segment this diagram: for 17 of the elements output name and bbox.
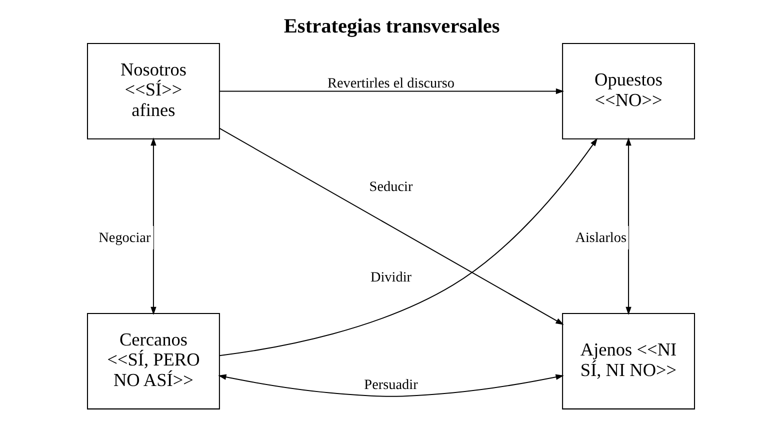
arrow [219,138,598,356]
arrow [626,136,632,315]
edge-label: Seducir [369,178,413,194]
node-box: Nosotros <<SÍ>> afines [86,42,220,139]
edge-label: Negociar [98,229,151,246]
arrow [218,374,564,396]
arrow [150,136,156,315]
edge-label: Revertirles el discurso [327,74,455,91]
diagram-title: Estrategias transversales [284,14,500,37]
node-box: Opuestos <<NO>> [562,42,696,139]
arrow [220,128,564,324]
node-box: Ajenos <<NI SÍ, NI NO>> [562,312,696,409]
node-box: Cercanos <<SÍ, PERO NO ASÍ>> [86,312,220,409]
edge-label: Persuadir [364,376,418,392]
edge-label: Dividir [370,268,412,285]
arrow [220,88,564,94]
edge-label: Aislarlos [575,229,627,246]
